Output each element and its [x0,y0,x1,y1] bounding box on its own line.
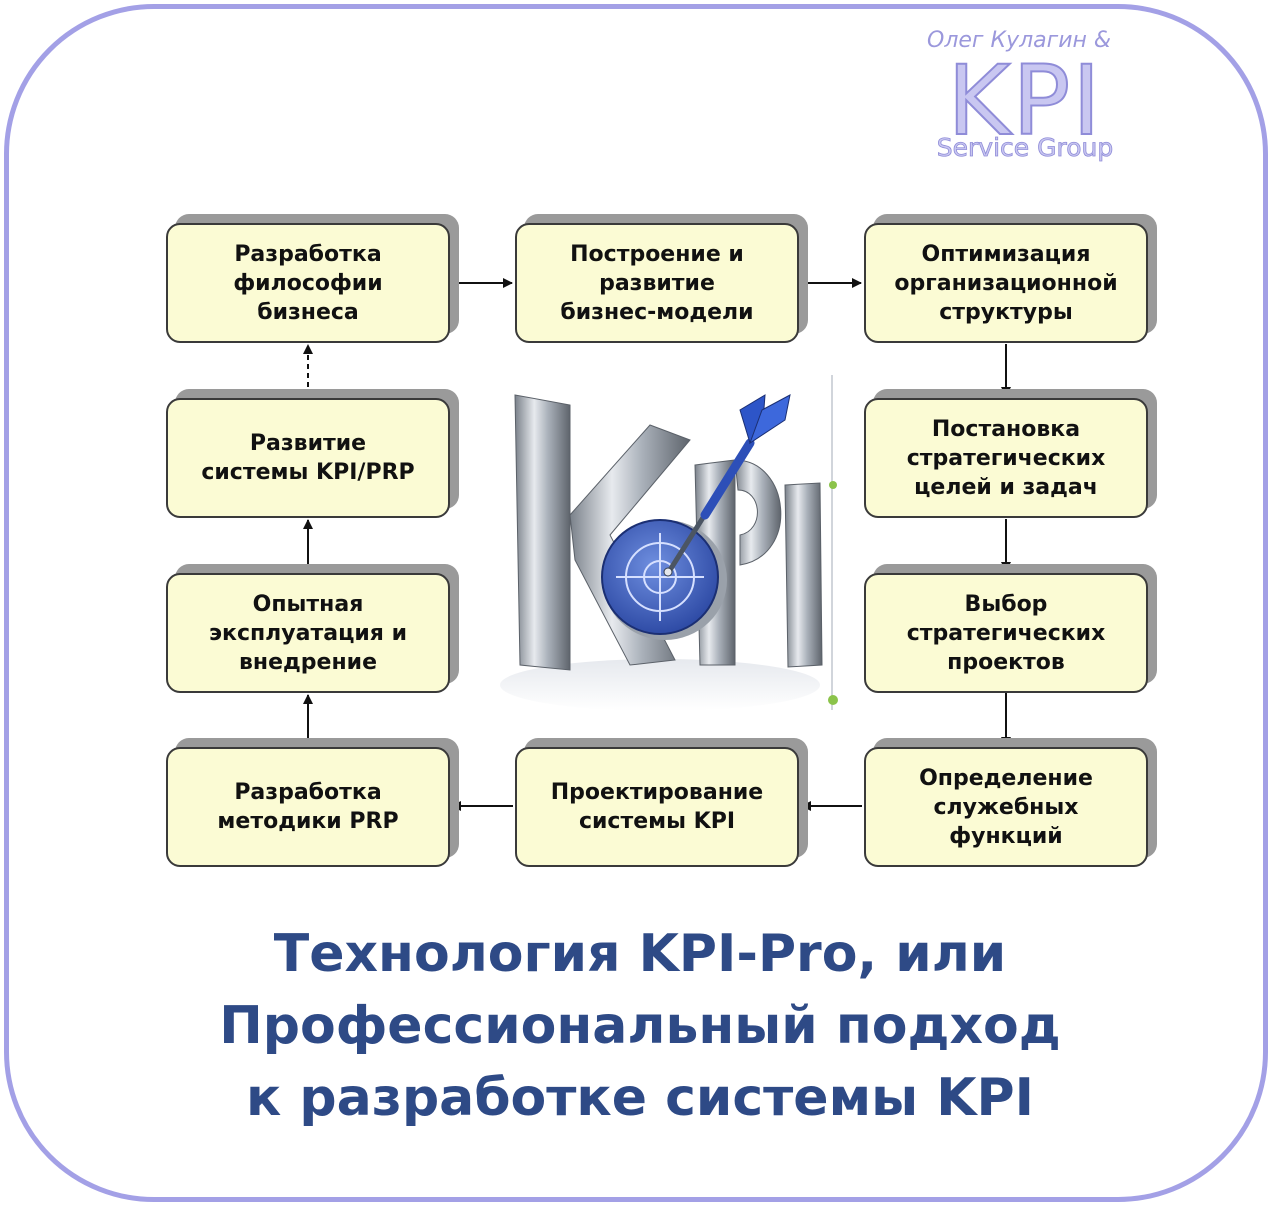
box-kpi-design: Проектирование системы KPI [515,747,799,867]
logo-graphic: KPI Service Group [936,44,1113,162]
kpi-target-illustration [500,365,850,720]
logo: KPI Service Group Олег Кулагин & [915,24,1135,174]
caption-line-1: Технология KPI-Pro, или [273,924,1007,984]
logo-subtitle: Service Group [937,133,1113,162]
box-philosophy: Разработка философии бизнеса [166,223,450,343]
box-prp-method: Разработка методики PRP [166,747,450,867]
box-label: Построение и развитие бизнес-модели [560,241,754,325]
box-service-functions: Определение служебных функций [864,747,1148,867]
box-label: Развитие системы KPI/PRP [201,431,415,485]
box-kpi-prp-development: Развитие системы KPI/PRP [166,398,450,518]
box-label: Разработка методики PRP [217,780,399,834]
box-business-model: Построение и развитие бизнес-модели [515,223,799,343]
box-label: Выбор стратегических проектов [906,591,1106,675]
box-trial-operation: Опытная эксплуатация и внедрение [166,573,450,693]
box-label: Оптимизация организационной структуры [894,241,1118,325]
box-label: Разработка философии бизнеса [233,241,383,325]
box-strategic-goals: Постановка стратегических целей и задач [864,398,1148,518]
box-label: Опытная эксплуатация и внедрение [208,591,408,675]
kpi-target-graphic [500,375,838,711]
box-strategic-projects: Выбор стратегических проектов [864,573,1148,693]
logo-brand: KPI [947,45,1102,157]
box-label: Проектирование системы KPI [550,780,764,834]
logo-author: Олег Кулагин & [927,28,1112,53]
box-label: Постановка стратегических целей и задач [906,416,1106,500]
caption: Технология KPI-Pro, или Профессиональный… [0,918,1280,1134]
box-org-structure: Оптимизация организационной структуры [864,223,1148,343]
box-label: Определение служебных функций [919,765,1093,849]
caption-line-2: Профессиональный подход [219,996,1061,1056]
caption-line-3: к разработке системы KPI [246,1068,1034,1128]
